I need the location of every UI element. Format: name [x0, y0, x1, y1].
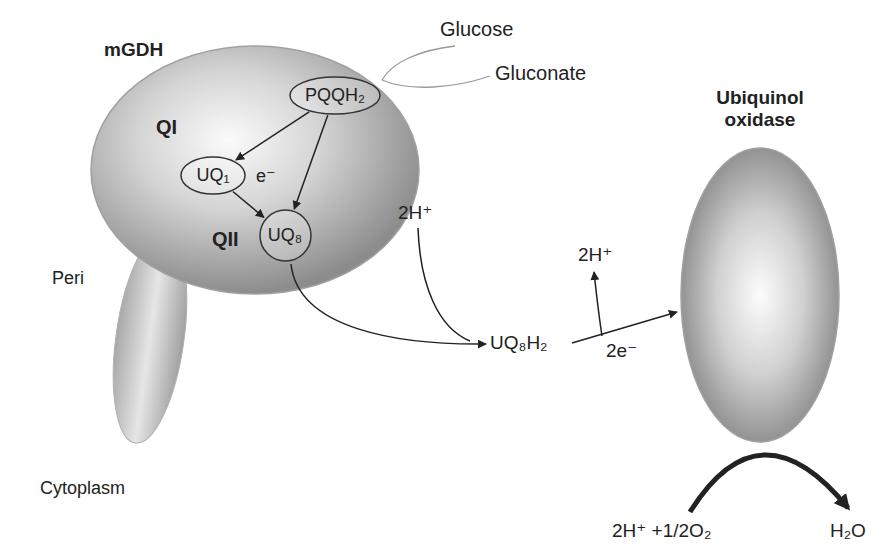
annotation-label: 2H⁺: [398, 202, 432, 224]
cofactor-label: UQ₈: [268, 225, 302, 246]
annotation-label: QII: [212, 228, 239, 251]
node-outline: [90, 45, 420, 295]
proton-release-arrow: [594, 272, 602, 336]
annotation-label: UQ₈H₂: [490, 332, 547, 354]
oxygen-reduction-arc: [690, 455, 848, 512]
annotation-label: 2H⁺ +1/2O₂: [612, 520, 711, 542]
node-outline: [680, 147, 840, 443]
annotation-label: Cytoplasm: [40, 478, 125, 499]
node-ellipse: [91, 46, 419, 294]
cofactor-ellipse: PQQH₂: [289, 76, 381, 115]
annotation-label: e⁻: [256, 166, 276, 187]
protein-ellipse: Ubiquinol oxidase: [680, 147, 840, 443]
product-curve: [382, 76, 490, 87]
annotation-label: 2e⁻: [606, 340, 637, 362]
protein-ellipse: mGDHPQQH₂UQ₁UQ₈: [90, 45, 420, 295]
annotation-label: H₂O: [830, 520, 866, 542]
annotation-label: Glucose: [440, 18, 513, 41]
cofactor-label: UQ₁: [196, 165, 229, 186]
protein-name: Ubiquinol oxidase: [705, 87, 815, 131]
node-ellipse: [681, 148, 839, 442]
proton-uptake-curve: [418, 228, 470, 341]
cofactor-label: PQQH₂: [305, 85, 365, 106]
substrate-curve: [382, 46, 455, 80]
cofactor-ellipse: UQ₁: [180, 156, 246, 195]
node-ellipse: [290, 77, 380, 114]
annotation-label: QI: [156, 116, 177, 139]
cofactor-ellipse: UQ₈: [259, 209, 312, 262]
node-ellipse: [260, 210, 311, 261]
protein-name: mGDH: [104, 39, 163, 61]
electron-transfer-arrow: [572, 312, 677, 343]
annotation-label: Peri: [52, 268, 84, 289]
annotation-label: Gluconate: [495, 62, 586, 85]
annotation-label: 2H⁺: [578, 244, 612, 266]
node-ellipse: [181, 157, 245, 194]
